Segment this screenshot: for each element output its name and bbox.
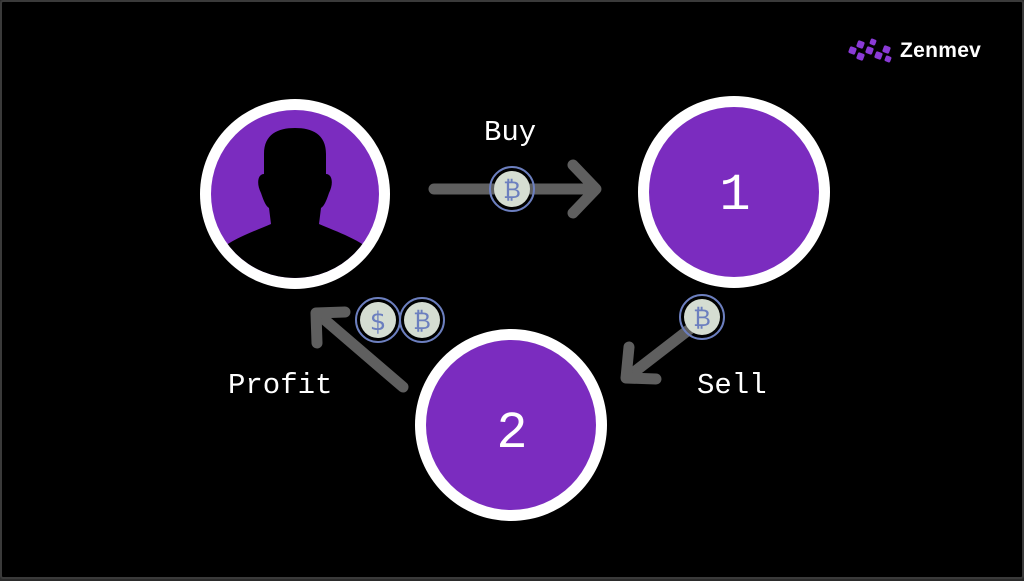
bitcoin-coin-icon: ₿: [489, 166, 535, 212]
brand-logo: Zenmev: [848, 36, 981, 66]
zenmev-logo-icon: [848, 38, 892, 63]
sell-arrow: [620, 319, 701, 385]
sell-label: Sell: [697, 369, 767, 402]
exchange-node-1: 1: [638, 96, 830, 288]
svg-text:₿: ₿: [413, 307, 431, 335]
exchange-node-2: 2: [415, 329, 607, 521]
svg-text:$: $: [370, 307, 387, 337]
node-1-label: 1: [719, 166, 750, 225]
buy-label: Buy: [484, 116, 537, 149]
brand-name: Zenmev: [900, 39, 982, 62]
dollar-coin-icon: $: [355, 297, 401, 343]
bitcoin-coin-icon: ₿: [679, 294, 725, 340]
node-2-label: 2: [496, 404, 527, 463]
svg-text:₿: ₿: [693, 304, 711, 332]
bitcoin-coin-icon: ₿: [399, 297, 445, 343]
user-silhouette-icon: [211, 128, 379, 278]
profit-label: Profit: [228, 369, 333, 402]
user-node: [200, 99, 390, 289]
svg-text:₿: ₿: [503, 176, 521, 204]
profit-arrow: [310, 306, 409, 393]
